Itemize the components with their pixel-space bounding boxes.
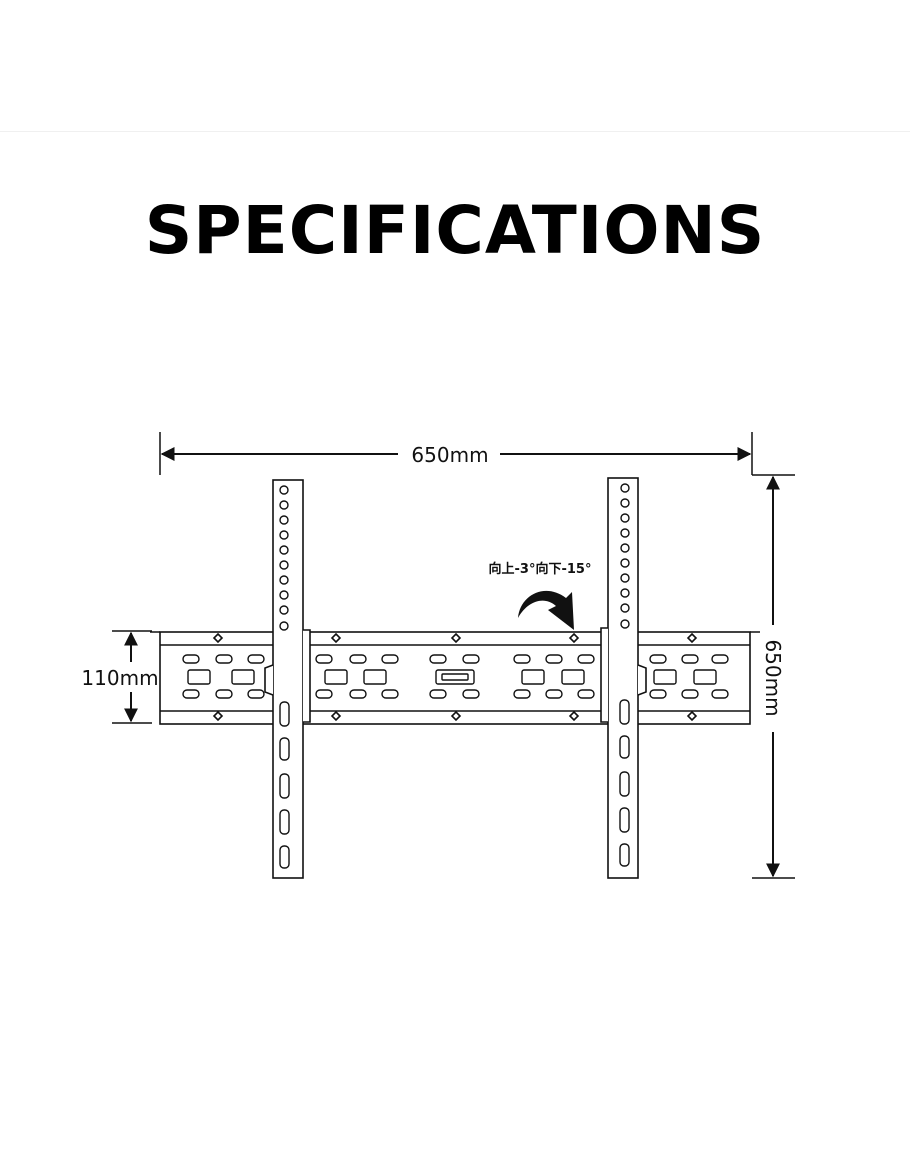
wall-rail [150, 631, 760, 725]
height-label: 650mm [761, 639, 785, 716]
rail-height-label: 110mm [81, 666, 158, 690]
width-dimension: 650mm [159, 432, 753, 475]
rail-slots [182, 654, 729, 699]
left-arm-holes [279, 485, 290, 869]
rail-height-dimension: 110mm [81, 630, 159, 724]
tilt-arrow-icon [518, 590, 574, 630]
right-vertical-arm [600, 477, 647, 879]
rail-screw-marks [212, 632, 698, 722]
left-vertical-arm [264, 479, 311, 879]
height-dimension: 650mm [752, 474, 795, 879]
right-arm-holes [619, 483, 630, 867]
page-title: SPECIFICATIONS [144, 192, 766, 269]
width-label: 650mm [411, 443, 488, 467]
top-divider [0, 131, 910, 132]
tilt-label: 向上-3°向下-15° [489, 561, 592, 577]
